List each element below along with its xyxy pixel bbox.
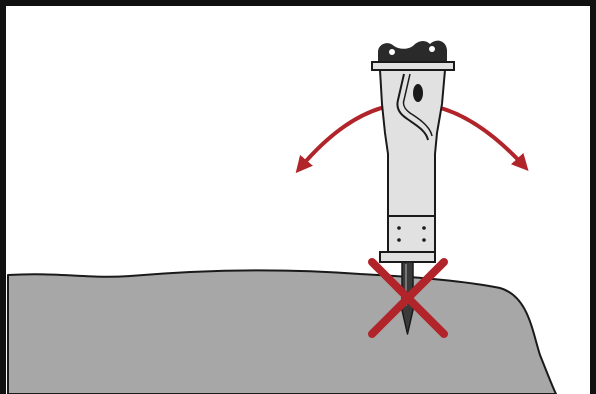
breaker-body — [379, 69, 446, 253]
hydraulic-hose-inner — [402, 73, 433, 137]
bolt — [397, 238, 401, 242]
mounting-bracket — [378, 40, 447, 62]
bolt — [397, 226, 401, 230]
bracket-hole-right — [429, 46, 435, 52]
bolt — [422, 226, 426, 230]
cross-icon — [368, 258, 448, 338]
head-plate — [371, 61, 455, 71]
ground-surface — [7, 269, 557, 394]
bracket-hole-left — [389, 49, 395, 55]
hydraulic-hose — [396, 73, 429, 141]
front-collar — [379, 251, 436, 263]
hydraulic-breaker — [371, 40, 455, 335]
port-oval — [413, 84, 423, 102]
bolt — [422, 238, 426, 242]
